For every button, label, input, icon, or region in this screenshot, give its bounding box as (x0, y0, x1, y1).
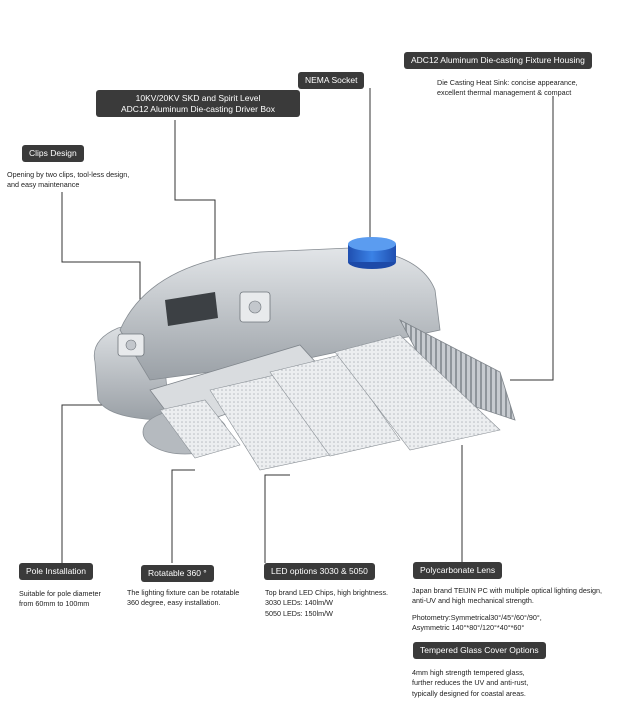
pole-title: Pole Installation (26, 566, 87, 576)
pole-line: from 60mm to 100mm (19, 599, 90, 609)
housing-description: Die Casting Heat Sink: concise appearanc… (437, 78, 578, 99)
led-tag: LED options 3030 & 5050 (264, 563, 375, 580)
rotatable-line: 360 degree, easy installation. (127, 598, 221, 608)
pole-description: Suitable for pole diameter from 60mm to … (19, 589, 101, 610)
pole-line: Suitable for pole diameter (19, 589, 101, 598)
leader-line-led (264, 474, 290, 563)
led-description: Top brand LED Chips, high brightness. 30… (265, 588, 388, 619)
lens-line: anti-UV and high mechanical strength. (412, 596, 534, 606)
spirit-level-window (165, 292, 218, 326)
rotatable-description: The lighting fixture can be rotatable 36… (127, 588, 239, 609)
driver-box-title-line: 10KV/20KV SKD and Spirit Level (135, 93, 261, 103)
leader-line-pole (61, 404, 108, 563)
driver-box-tag: 10KV/20KV SKD and Spirit Level ADC12 Alu… (96, 90, 300, 118)
rotatable-line: The lighting fixture can be rotatable (127, 588, 240, 597)
housing-title: ADC12 Aluminum Die-casting Fixture Housi… (411, 55, 585, 65)
glass-line: 4mm high strength tempered glass, (412, 668, 525, 677)
glass-title: Tempered Glass Cover Options (420, 645, 539, 655)
lens-photometry-line: Photometry:Symmetrical30°/45°/60°/90°, (412, 613, 542, 622)
clip-right (239, 291, 271, 323)
clips-title: Clips Design (29, 148, 77, 158)
lens-tag: Polycarbonate Lens (413, 562, 503, 579)
led-modules (149, 334, 501, 471)
glass-description: 4mm high strength tempered glass, furthe… (412, 668, 528, 699)
led-line: Top brand LED Chips, high brightness. (265, 588, 389, 597)
clips-line: and easy maintenance (7, 180, 80, 190)
glass-line: further reduces the UV and anti-rust, (412, 678, 529, 688)
nema-title: NEMA Socket (305, 75, 358, 85)
housing-line: Die Casting Heat Sink: concise appearanc… (437, 78, 578, 87)
leader-line-rotatable (171, 469, 195, 563)
led-line: 3030 LEDs: 140lm/W (265, 598, 333, 608)
rotatable-tag: Rotatable 360 ° (141, 565, 214, 582)
glass-line: typically designed for coastal areas. (412, 688, 526, 698)
clips-line: Opening by two clips, tool-less design, (7, 170, 130, 179)
leader-line-housing (510, 96, 554, 381)
pole-tag: Pole Installation (19, 563, 94, 580)
clips-tag: Clips Design (22, 145, 84, 162)
lens-line: Japan brand TEIJIN PC with multiple opti… (412, 586, 603, 595)
clips-description: Opening by two clips, tool-less design, … (7, 170, 129, 191)
lens-description: Japan brand TEIJIN PC with multiple opti… (412, 586, 602, 607)
rotatable-title: Rotatable 360 ° (148, 568, 207, 578)
clip-left (117, 333, 145, 357)
led-line: 5050 LEDs: 150lm/W (265, 608, 333, 618)
driver-box-title-line: ADC12 Aluminum Die-casting Driver Box (121, 103, 275, 114)
leader-line-driver-box (174, 120, 216, 290)
glass-tag: Tempered Glass Cover Options (413, 642, 546, 659)
lens-photometry-line: Asymmetric 140°*80°/120°*40°*60° (412, 623, 525, 633)
housing-tag: ADC12 Aluminum Die-casting Fixture Housi… (404, 52, 592, 69)
lens-title: Polycarbonate Lens (420, 565, 496, 575)
led-title: LED options 3030 & 5050 (271, 566, 368, 576)
lens-photometry: Photometry:Symmetrical30°/45°/60°/90°, A… (412, 613, 542, 634)
nema-tag: NEMA Socket (298, 72, 365, 89)
housing-line: excellent thermal management & compact (437, 88, 572, 98)
